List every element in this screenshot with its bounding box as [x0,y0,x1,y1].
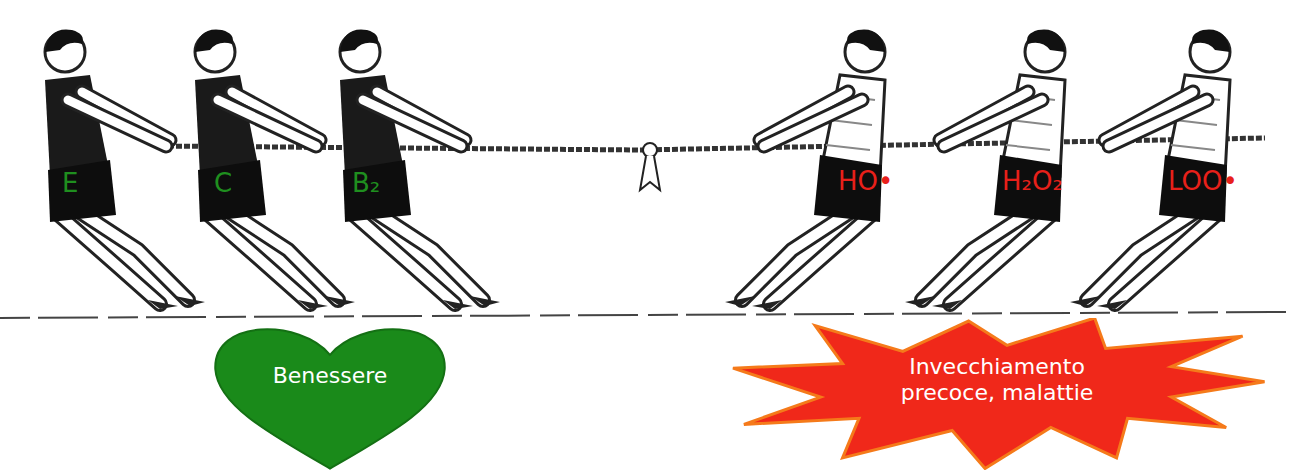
ground-line [0,312,1291,318]
puller-figure [905,29,1065,309]
puller-figure [195,29,355,309]
species-label: H₂O₂ [1002,166,1063,196]
heart-node: Benessere [208,326,452,470]
puller-figure [340,29,500,309]
starburst-node: Invecchiamento precoce, malattie [722,318,1270,470]
species-label: LOO• [1168,166,1238,196]
species-label: B₂ [352,168,380,198]
heart-shape [208,326,452,470]
starburst-fill [733,318,1265,468]
heart-fill [215,329,444,468]
node-text: Benessere [238,346,422,406]
species-label: E [62,168,78,198]
species-label: C [214,168,232,198]
rope-marker [640,143,660,190]
node-text: Invecchiamento precoce, malattie [872,348,1122,412]
species-label: HO• [838,166,893,196]
puller-figure [45,29,205,309]
